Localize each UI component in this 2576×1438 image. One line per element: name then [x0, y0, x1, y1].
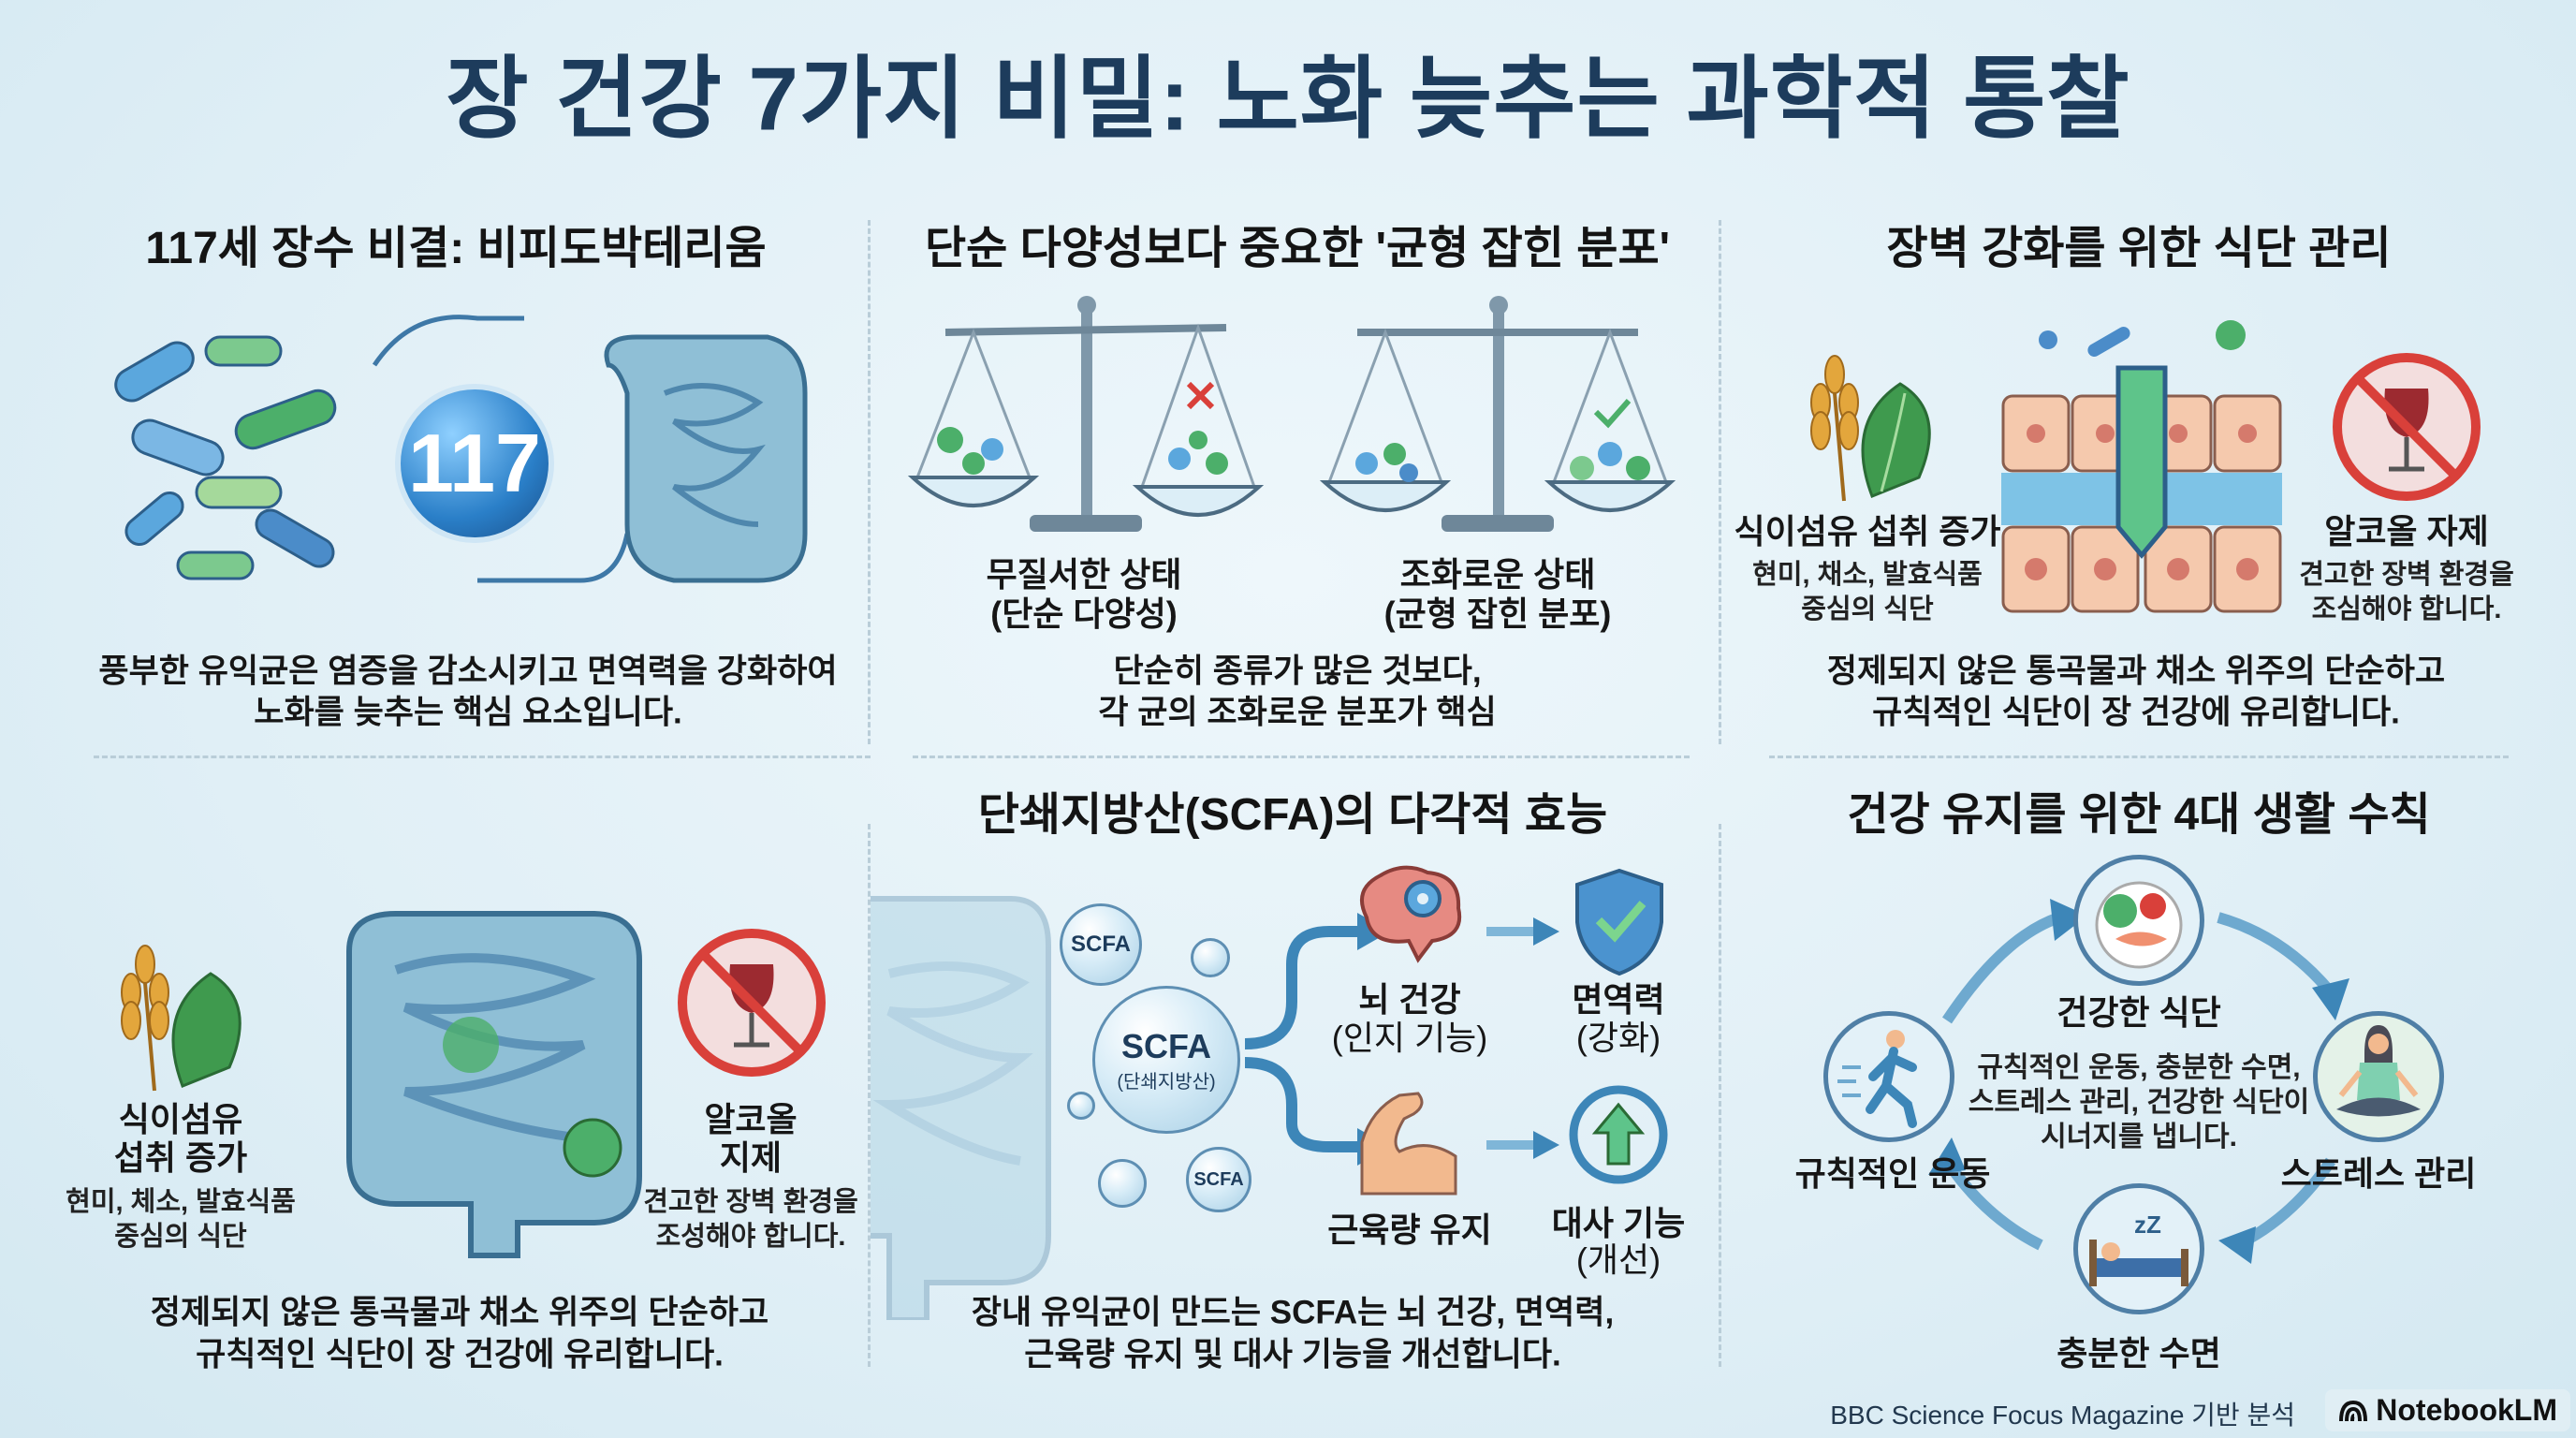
divider [868, 824, 871, 1367]
flexed-arm-icon [1360, 1092, 1457, 1196]
meditation-icon [2313, 1011, 2444, 1142]
stress-label: 스트레스 관리 [2280, 1154, 2477, 1193]
panel-caption-line: 풍부한 유익균은 염증을 감소시키고 면역력을 강화하여 [98, 653, 838, 690]
arrow-right-icon [1486, 917, 1559, 946]
panel-caption-line: 근육량 유지 및 대사 기능을 개선합니다. [1024, 1336, 1561, 1373]
metabolism-cycle-icon [1569, 1085, 1668, 1184]
unbalanced-scale-icon [908, 296, 1264, 532]
wheat-spinach-icon [121, 945, 242, 1092]
scfa-main-sublabel: (단쇄지방산) [1117, 1071, 1216, 1093]
divider [94, 756, 871, 758]
divider [1719, 220, 1721, 744]
panel-caption-line: 규칙적인 식단이 장 건강에 유리합니다. [1872, 694, 2400, 731]
fiber-sub: 중심의 식단 [114, 1222, 247, 1252]
immunity-label: 면역력 [1572, 980, 1665, 1019]
arrow-right-icon [1486, 1131, 1559, 1159]
bubble [1191, 938, 1230, 977]
disordered-sublabel: (단순 다양성) [990, 594, 1178, 633]
intestinal-barrier-icon [2001, 320, 2282, 613]
immunity-sublabel: (강화) [1575, 1019, 1661, 1057]
cycle-arrows [1928, 899, 2349, 1264]
no-alcohol-icon [2333, 353, 2481, 501]
intestine-icon [346, 911, 642, 1258]
muscle-label: 근육량 유지 [1327, 1211, 1492, 1249]
exercise-label: 규칙적인 운동 [1794, 1154, 1991, 1193]
running-icon [1823, 1011, 1954, 1142]
panel-caption-line: 규칙적인 식단이 장 건강에 유리합니다. [196, 1336, 724, 1373]
panel-caption-line: 장내 유익균이 만드는 SCFA는 뇌 건강, 면역력, [971, 1294, 1615, 1331]
faded-intestine-icon [871, 896, 1051, 1320]
fiber-sub: 현미, 체소, 발효식품 [66, 1187, 296, 1217]
divider [1719, 824, 1721, 1367]
scfa-main-label: SCFA [1120, 1026, 1211, 1065]
alcohol-title: 알코올 [704, 1100, 798, 1138]
fiber-sub: 중심의 식단 [1801, 594, 1934, 624]
brain-icon [1360, 865, 1462, 963]
alcohol-sub: 견고한 장벽 환경을 [643, 1187, 858, 1217]
panel-caption-line: 노화를 늦추는 핵심 요소입니다. [254, 694, 682, 731]
alcohol-title: 알코올 자제 [2324, 512, 2489, 550]
divider [913, 756, 1690, 758]
alcohol-sub: 견고한 장벽 환경을 [2299, 560, 2514, 590]
panel-caption-line: 정제되지 않은 통곡물과 채소 위주의 단순하고 [150, 1294, 769, 1331]
fiber-title: 식이섬유 섭취 증가 [1734, 512, 2001, 550]
fiber-title: 식이섬유 [118, 1100, 243, 1138]
panel-heading: 건강 유지를 위한 4대 생활 수칙 [1847, 790, 2431, 840]
sleep-label: 충분한 수면 [2056, 1334, 2221, 1372]
fiber-title: 섭취 증가 [113, 1138, 248, 1177]
source-credit: BBC Science Focus Magazine 기반 분석 [1830, 1401, 2295, 1430]
brand-name: NotebookLM [2376, 1393, 2557, 1427]
no-alcohol-icon [678, 929, 826, 1077]
harmonious-label: 조화로운 상태 [1399, 555, 1596, 594]
metabolism-label: 대사 기능 [1551, 1204, 1686, 1242]
sleep-z-text: zZ [2134, 1211, 2161, 1239]
metabolism-sublabel: (개선) [1575, 1240, 1661, 1279]
fiber-sub: 현미, 채소, 발효식품 [1752, 560, 1983, 590]
shield-check-icon [1575, 868, 1663, 976]
disordered-label: 무질서한 상태 [986, 555, 1182, 594]
age-117-badge: 117 [395, 384, 554, 543]
harmonious-sublabel: (균형 잡힌 분포) [1383, 594, 1612, 633]
alcohol-sub: 조성해야 합니다. [655, 1222, 846, 1252]
lifestyle-desc-line: 규칙적인 운동, 충분한 수면, [1977, 1052, 2301, 1083]
sleep-icon: zZ [2073, 1183, 2204, 1314]
panel-caption-line: 단순히 종류가 많은 것보다, [1113, 653, 1482, 690]
alcohol-title: 지제 [719, 1138, 783, 1177]
brain-health-sublabel: (인지 기능) [1331, 1019, 1488, 1057]
bubble [1067, 1092, 1095, 1120]
brain-health-label: 뇌 건강 [1358, 980, 1461, 1019]
panel-heading: 단쇄지방산(SCFA)의 다각적 효능 [977, 790, 1608, 840]
divider [1769, 756, 2509, 758]
wheat-spinach-icon [1810, 355, 1931, 502]
scfa-bubble: SCFA [1060, 903, 1142, 986]
page-title: 장 건강 7가지 비밀: 노화 늦추는 과학적 통찰 [446, 49, 2130, 150]
bubble [1098, 1159, 1147, 1208]
panel-heading: 장벽 강화를 위한 식단 관리 [1886, 224, 2392, 273]
healthy-diet-label: 건강한 식단 [2056, 993, 2221, 1032]
scfa-bubble: SCFA [1186, 1147, 1251, 1212]
lifestyle-desc-line: 시너지를 냅니다. [2041, 1122, 2237, 1152]
gut-connection-lines [372, 315, 808, 583]
notebooklm-badge: NotebookLM [2325, 1389, 2570, 1431]
notebooklm-logo-icon [2339, 1400, 2368, 1421]
lifestyle-desc-line: 스트레스 관리, 건강한 식단이 [1968, 1087, 2310, 1118]
panel-heading: 117세 장수 비결: 비피도박테리움 [145, 224, 767, 273]
balanced-scale-icon [1320, 296, 1676, 532]
divider [868, 220, 871, 744]
healthy-diet-icon [2073, 855, 2204, 986]
bacteria-icon [114, 335, 337, 580]
alcohol-sub: 조심해야 합니다. [2311, 594, 2502, 624]
panel-caption-line: 정제되지 않은 통곡물과 채소 위주의 단순하고 [1826, 653, 2446, 690]
panel-heading: 단순 다양성보다 중요한 '균형 잡힌 분포' [924, 224, 1671, 273]
scfa-main-bubble: SCFA (단쇄지방산) [1092, 986, 1240, 1134]
panel-caption-line: 각 균의 조화로운 분포가 핵심 [1098, 694, 1497, 731]
